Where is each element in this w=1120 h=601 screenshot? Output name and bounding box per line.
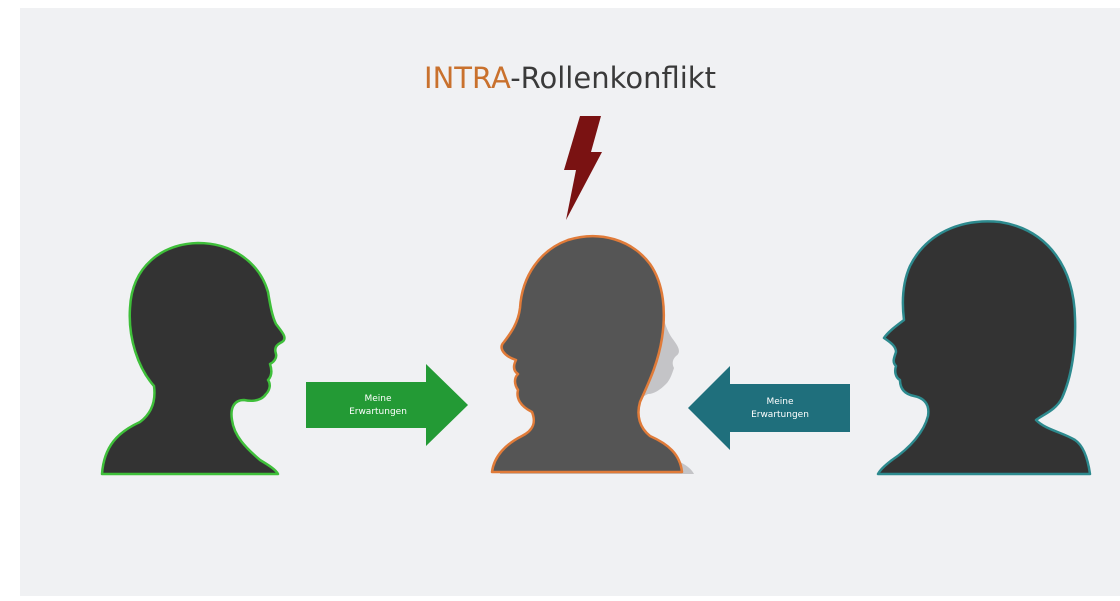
right-arrow-label-line1: Meine — [766, 397, 794, 407]
left-expectation-arrow — [306, 364, 468, 446]
left-arrow-label-line2: Erwartungen — [349, 407, 407, 417]
right-arrow-label-line2: Erwartungen — [751, 410, 809, 420]
right-head-silhouette — [876, 220, 1092, 476]
lightning-bolt-icon — [564, 116, 602, 220]
left-arrow-label-line1: Meine — [364, 394, 392, 404]
title-accent: INTRA — [424, 61, 511, 95]
title-rest: -Rollenkonflikt — [510, 61, 716, 95]
right-expectation-arrow — [688, 366, 850, 450]
diagram-canvas: INTRA-Rollenkonflikt Meine Erwartungen M… — [20, 8, 1120, 596]
left-head-silhouette — [100, 241, 286, 476]
diagram-figure: Meine Erwartungen Meine Erwartungen — [100, 116, 1092, 476]
center-head-silhouette — [490, 234, 684, 474]
diagram-title: INTRA-Rollenkonflikt — [20, 61, 1120, 95]
